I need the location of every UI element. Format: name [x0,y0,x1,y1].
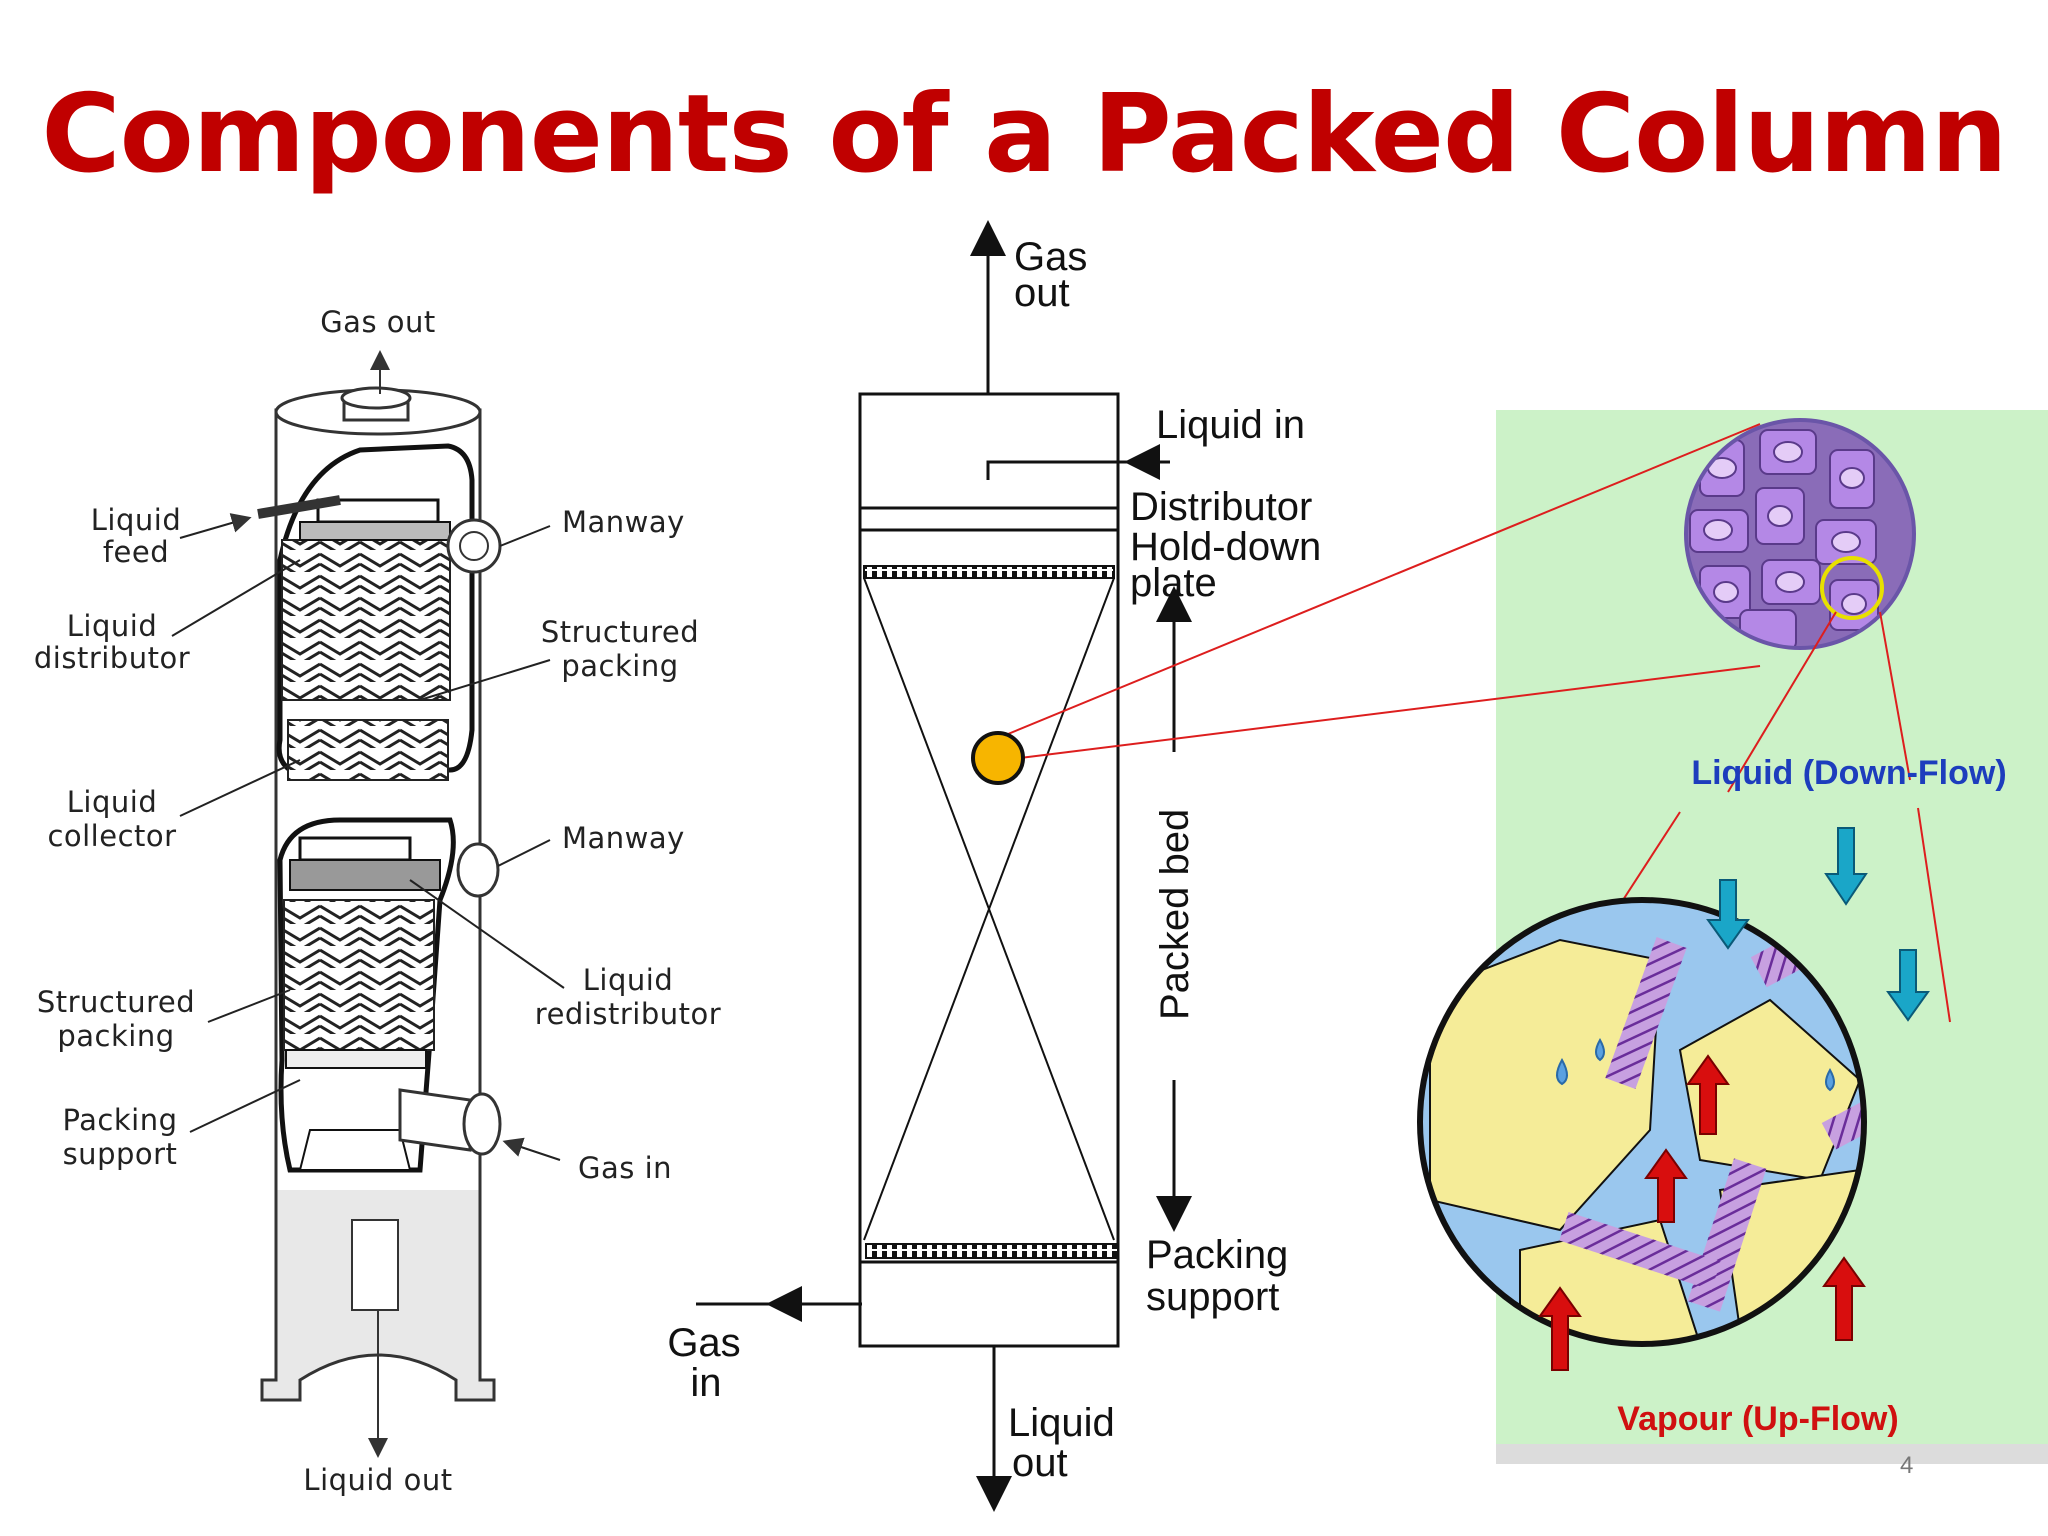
liquid-redistributor-label-2: redistributor [535,997,721,1031]
center-gas-out-label-2: out [1014,271,1070,315]
callout-lines [1007,423,1951,1023]
liquid-collector-label-2: collector [47,819,176,853]
liquid-in-label: Liquid in [1156,403,1305,447]
center-packing-support-label-2: support [1146,1275,1279,1319]
hold-down-label-2: plate [1130,561,1217,605]
structured-packing-right-label-1: Structured [541,615,699,649]
liquid-out-label: Liquid out [303,1463,452,1497]
packing-magnified [1686,420,1914,648]
center-gas-in-label-1: Gas [667,1321,740,1365]
center-liquid-out-label-2: out [1012,1441,1068,1485]
manway-bottom-label: Manway [562,821,685,855]
slide-title: Components of a Packed Column [41,72,2007,197]
structured-packing-left-label-2: packing [57,1019,174,1053]
liquid-distributor-label-2: distributor [34,641,190,675]
structured-packing-top [281,539,451,701]
slide-number: 4 [1900,1452,1914,1479]
column-body [858,392,1120,1348]
flow-detail-panel: Liquid (Down-Flow) Vapour (Up-Flow) [971,410,2048,1464]
center-liquid-out-label-1: Liquid [1008,1401,1115,1445]
liquid-collector-drawing [287,719,449,781]
left-column-drawing: Gas out Liquid feed Liquid distributor M… [34,305,721,1497]
liquid-in-pipe [986,460,1160,480]
center-gas-in-label-2: in [690,1361,721,1405]
liquid-down-arrows [1706,827,1930,1022]
location-marker [971,731,1025,785]
vapour-up-arrows [1538,1054,1866,1371]
liquid-feed-label-2: feed [103,535,169,569]
structured-packing-left-label-1: Structured [37,985,195,1019]
center-gas-out-label-1: Gas [1014,235,1087,279]
liquid-collector-label-1: Liquid [67,785,157,819]
hold-down-label-1: Hold-down [1130,525,1321,569]
gas-in-label: Gas in [578,1151,672,1185]
center-packing-support-label-1: Packing [1146,1233,1288,1277]
liquid-distributor-label-1: Liquid [67,609,157,643]
center-column-schematic: Gas out Liquid in Distributor Hold-down … [667,220,1321,1512]
gas-out-label: Gas out [320,305,436,339]
liquid-redistributor-label-1: Liquid [583,963,673,997]
distributor-label: Distributor [1130,485,1312,529]
liquid-down-flow-label: Liquid (Down-Flow) [1691,754,2006,792]
packed-bed-cross [863,577,1115,1241]
manway-top-label: Manway [562,505,685,539]
gas-in-nozzle [462,1092,502,1156]
highlight-ring [1820,556,1884,620]
liquid-feed-label-1: Liquid [91,503,181,537]
hold-down-plate [863,565,1115,579]
packing-support-label-1: Packing [62,1103,177,1137]
manway-bottom [456,842,500,898]
structured-packing-bottom [283,899,435,1051]
vapour-up-flow-label: Vapour (Up-Flow) [1617,1400,1898,1438]
structured-packing-right-label-2: packing [561,649,678,683]
packing-support-plate [865,1243,1119,1259]
packed-bed-label: Packed bed [1153,809,1197,1020]
packing-support-label-2: support [63,1137,178,1171]
